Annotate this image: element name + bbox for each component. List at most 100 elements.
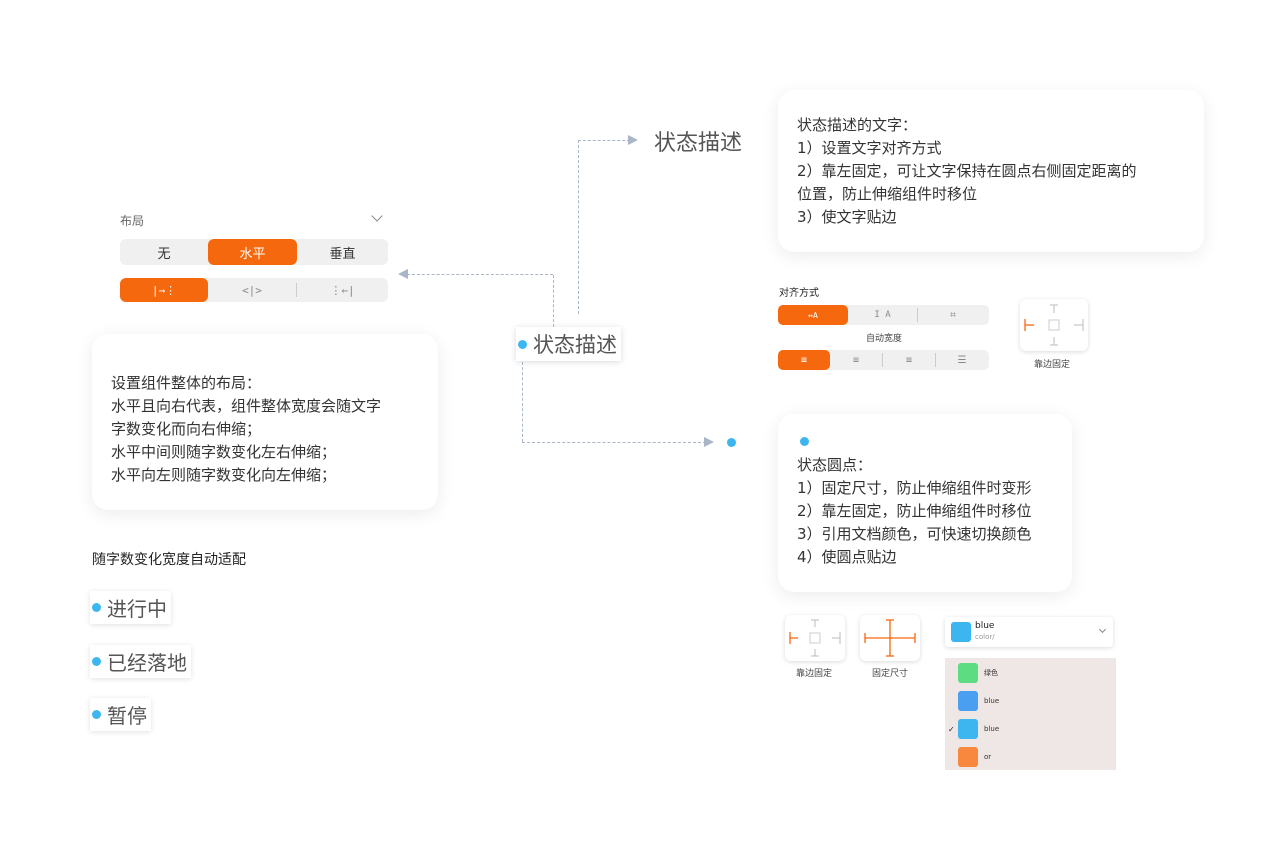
center-status-chip: 状态描述 <box>516 327 621 361</box>
text-align-left-option[interactable]: ≡ <box>778 350 830 370</box>
status-chip-label: 暂停 <box>107 704 147 728</box>
layout-title: 布局 <box>120 214 145 228</box>
color-option-selected[interactable]: ✓ blue <box>945 716 1116 742</box>
chevron-down-icon[interactable] <box>371 210 383 222</box>
connector-line <box>522 442 706 443</box>
chevron-down-icon[interactable] <box>1098 625 1107 634</box>
color-option[interactable]: 绿色 <box>945 660 1116 686</box>
checkmark-icon: ✓ <box>948 724 955 734</box>
text-desc-line: 位置，防止伸缩组件时移位 <box>797 185 978 203</box>
connector-line <box>578 140 630 141</box>
connector-line <box>553 275 554 327</box>
text-align-center-option[interactable]: ≡ <box>830 350 882 370</box>
color-option-label: blue <box>984 725 1000 733</box>
status-chip-paused: 暂停 <box>90 698 151 731</box>
status-text-label: 状态描述 <box>654 131 743 156</box>
text-description-card: 状态描述的文字： 1）设置文字对齐方式 2）靠左固定，可让文字保持在圆点右侧固定… <box>778 90 1204 252</box>
color-option[interactable]: or <box>945 744 1116 770</box>
dot-desc-line: 3）引用文档颜色，可快速切换颜色 <box>797 525 1032 543</box>
text-desc-line: 3）使文字贴边 <box>797 208 897 226</box>
align-panel-title: 对齐方式 <box>779 288 819 299</box>
align-left-icon: ≡ <box>800 354 808 366</box>
color-dropdown-list: 绿色 blue ✓ blue or <box>945 658 1116 770</box>
sizing-option-auto-width[interactable]: I A <box>848 305 917 325</box>
sizing-option-fixed[interactable]: ⌗ <box>918 305 988 325</box>
hug-width-icon: ↔A <box>808 310 818 320</box>
color-option-swatch <box>958 663 978 683</box>
pin-left-constraint-icon <box>789 619 841 657</box>
status-dot <box>800 437 809 446</box>
layout-direction-segmented: 无 水平 垂直 <box>120 239 388 265</box>
text-desc-line: 2）靠左固定，可让文字保持在圆点右侧固定距离的 <box>797 162 1137 180</box>
color-option-swatch <box>958 747 978 767</box>
color-option-label: blue <box>984 697 1000 705</box>
color-option-label: or <box>984 753 992 761</box>
dot-desc-line: 2）靠左固定，防止伸缩组件时移位 <box>797 502 1032 520</box>
status-chip-landed: 已经落地 <box>90 645 191 678</box>
auto-fit-title: 随字数变化宽度自动适配 <box>92 552 246 568</box>
dot-desc-line: 4）使圆点贴边 <box>797 548 897 566</box>
fixed-box-icon: ⌗ <box>950 309 956 321</box>
status-chip-label: 进行中 <box>107 597 167 621</box>
layout-desc-line: 字数变化而向右伸缩； <box>111 420 262 438</box>
color-option-swatch <box>958 719 978 739</box>
color-select-sub: color/ <box>975 633 995 641</box>
connector-line <box>578 140 579 314</box>
align-center-grow-option[interactable]: <|> <box>208 278 296 302</box>
align-left-grow-option[interactable]: ⋮←| <box>297 278 388 302</box>
align-right-icon: ≡ <box>905 354 913 366</box>
align-right-grow-icon: |→⋮ <box>151 283 177 297</box>
color-select[interactable]: blue color/ <box>945 617 1113 647</box>
direction-option-none[interactable]: 无 <box>157 246 171 262</box>
connector-line <box>407 274 553 275</box>
arrow-right-icon <box>704 437 714 447</box>
pin-label: 靠边固定 <box>1034 360 1071 370</box>
segment-divider <box>935 353 936 367</box>
status-dot <box>92 603 101 612</box>
layout-desc-line: 水平中间则随字数变化左右伸缩； <box>111 443 337 461</box>
align-right-grow-option[interactable]: |→⋮ <box>120 278 208 302</box>
segment-divider <box>296 283 297 297</box>
color-option[interactable]: blue <box>945 688 1116 714</box>
sizing-option-hug[interactable]: ↔A <box>778 305 848 325</box>
text-align-justify-option[interactable]: ☰ <box>936 350 988 370</box>
status-dot <box>92 710 101 719</box>
direction-option-horizontal[interactable]: 水平 <box>208 239 297 265</box>
layout-desc-line: 设置组件整体的布局： <box>111 374 262 392</box>
dot-fixed-size-box[interactable] <box>860 615 920 661</box>
fixed-size-constraint-icon <box>864 619 916 657</box>
layout-desc-line: 水平且向右代表，组件整体宽度会随文字 <box>111 397 382 415</box>
text-align-segmented: ≡ ≡ ≡ ☰ <box>778 350 989 370</box>
segment-divider <box>917 308 918 322</box>
align-left-grow-icon: ⋮←| <box>330 283 355 297</box>
dot-pin-label: 靠边固定 <box>796 669 833 679</box>
color-swatch <box>951 622 971 642</box>
center-status-label: 状态描述 <box>533 333 617 357</box>
auto-width-label: 自动宽度 <box>866 334 903 344</box>
align-center-grow-icon: <|> <box>242 283 262 297</box>
text-cursor-icon: I A <box>874 310 891 320</box>
arrow-right-icon <box>628 135 638 145</box>
status-chip-label: 已经落地 <box>107 651 187 675</box>
connector-line <box>522 362 523 442</box>
dot-desc-line: 状态圆点： <box>797 456 873 474</box>
text-desc-line: 1）设置文字对齐方式 <box>797 139 942 157</box>
color-option-swatch <box>958 691 978 711</box>
text-desc-line: 状态描述的文字： <box>797 116 918 134</box>
dot-desc-line: 1）固定尺寸，防止伸缩组件时变形 <box>797 479 1032 497</box>
pin-left-constraint-icon <box>1024 304 1084 346</box>
color-option-label: 绿色 <box>984 669 998 677</box>
arrow-left-icon <box>398 269 408 279</box>
text-constraint-box[interactable] <box>1020 299 1088 351</box>
layout-desc-line: 水平向左则随字数变化向左伸缩； <box>111 466 337 484</box>
color-select-value: blue <box>975 621 995 631</box>
status-dot <box>518 339 527 349</box>
layout-description-card: 设置组件整体的布局： 水平且向右代表，组件整体宽度会随文字 字数变化而向右伸缩；… <box>92 334 438 510</box>
segment-divider <box>882 353 883 367</box>
dot-description-card: 状态圆点： 1）固定尺寸，防止伸缩组件时变形 2）靠左固定，防止伸缩组件时移位 … <box>778 414 1072 592</box>
align-center-icon: ≡ <box>852 354 860 366</box>
text-align-right-option[interactable]: ≡ <box>883 350 935 370</box>
dot-pin-constraint-box[interactable] <box>785 615 845 661</box>
direction-option-vertical[interactable]: 垂直 <box>329 246 356 262</box>
layout-alignment-segmented: |→⋮ <|> ⋮←| <box>120 278 388 302</box>
